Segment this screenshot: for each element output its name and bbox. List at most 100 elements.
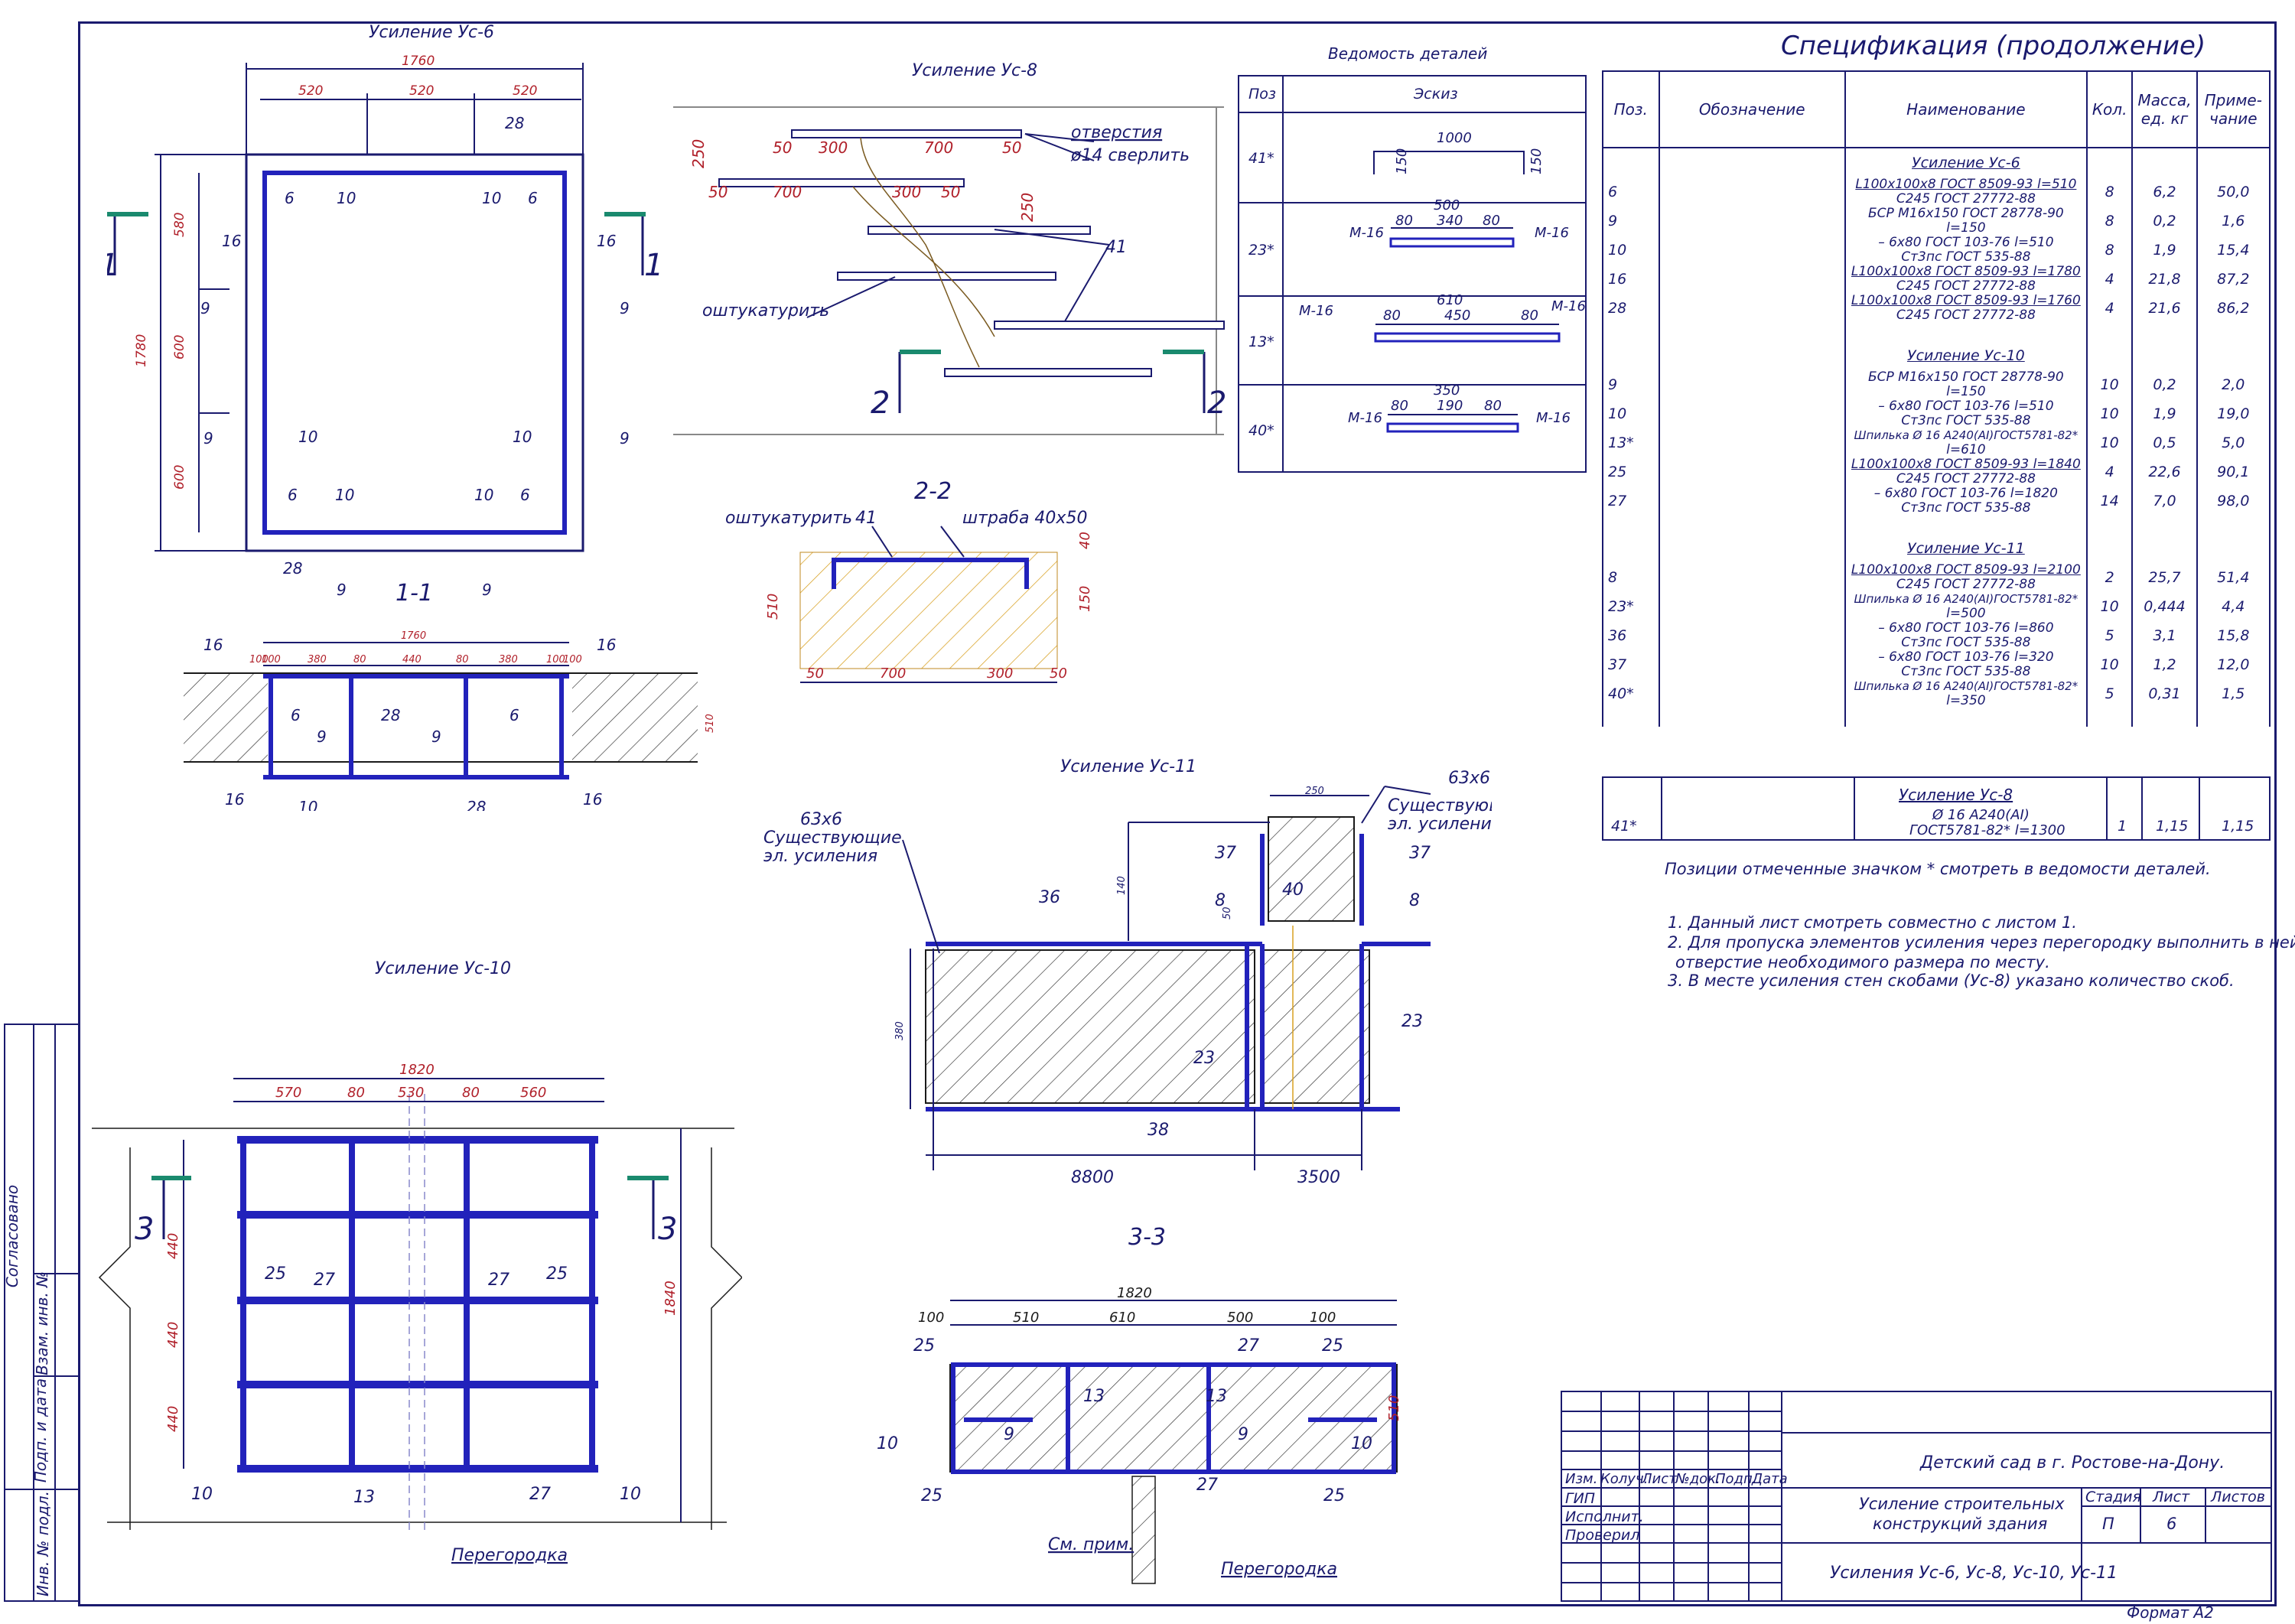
spec-name-line: Ст3пс ГОСТ 535-88 — [1901, 249, 2031, 265]
stamp-sheet-title: Усиления Ус-6, Ус-8, Ус-10, Ус-11 — [1830, 1564, 2118, 1583]
spec-name: БСР М16х150 ГОСТ 28778-90 l=150 — [1844, 370, 2088, 399]
spec-total: 86,2 — [2196, 294, 2271, 323]
spec-section-row: Усиление Ус-6 — [1602, 148, 2271, 177]
details-h-pos: Поз — [1248, 86, 1277, 103]
s22-dim-50a: 50 — [806, 666, 824, 682]
spec-total: 1,6 — [2196, 207, 2271, 236]
us11-dim-250: 250 — [1305, 786, 1324, 797]
spec-qty: 8 — [2085, 236, 2134, 265]
s11-pos-6a: 6 — [291, 706, 301, 724]
spec-name-line: C245 ГОСТ 27772-88 — [1896, 471, 2036, 487]
us8-section-2-left: 2 — [871, 386, 890, 421]
details-table: Поз Эскиз 41* 23* 13* 40* 1000 150 150 5… — [1238, 75, 1587, 473]
s33-note-see: См. прим. — [1048, 1535, 1134, 1554]
spec-des — [1658, 457, 1846, 487]
d13-dim-610: 610 — [1437, 292, 1463, 308]
spec-mass: 21,8 — [2131, 265, 2198, 294]
s22-dim-300: 300 — [987, 666, 1013, 682]
d40-dim-80a: 80 — [1391, 398, 1408, 414]
s11-dim-1760: 1760 — [401, 630, 426, 642]
spec-mass: 7,0 — [2131, 487, 2198, 516]
spec-spacer — [1602, 516, 2271, 534]
s11-dim-440: 440 — [402, 654, 422, 666]
us11-pos-37-left: 37 — [1215, 844, 1236, 863]
us8-note-holes-1: отверстия — [1071, 123, 1162, 142]
spec-qty: 5 — [2085, 621, 2134, 650]
spec-mass: 3,1 — [2131, 621, 2198, 650]
us6-dim-1760: 1760 — [402, 54, 435, 69]
stamp-sheets-h: Листов — [2211, 1489, 2265, 1505]
spec-pos: 25 — [1602, 457, 1660, 487]
spec-des — [1658, 207, 1846, 236]
us6-dim-520b: 520 — [409, 83, 434, 99]
us8-note-plaster: оштукатурить — [702, 301, 829, 321]
spec-us8-title: Усиление Ус-8 — [1899, 786, 2013, 804]
us6-section-1-right: 1 — [644, 248, 663, 283]
spec-spacer — [1602, 708, 2271, 727]
spec-total: 15,8 — [2196, 621, 2271, 650]
spec-section-title: Усиление Ус-10 — [1844, 341, 2088, 370]
spec-us8-name-2: ГОСТ5781-82* l=1300 — [1909, 822, 2066, 838]
spec-pos: 13* — [1602, 428, 1660, 457]
note-3: 3. В месте усиления стен скобами (Ус-8) … — [1668, 971, 2235, 990]
us6-pos-9c: 9 — [203, 429, 213, 447]
spec-qty: 8 — [2085, 207, 2134, 236]
s33-pos-10-left: 10 — [877, 1434, 898, 1453]
spec-name-line: L100х100х8 ГОСТ 8509-93 l=2100 — [1851, 562, 2081, 578]
us11-pos-23-left: 23 — [1193, 1049, 1215, 1068]
spec-table: Поз. Обозначение Наименование Кол. Масса… — [1602, 70, 2271, 727]
spec-qty: 10 — [2085, 650, 2134, 679]
spec-name-line: l=610 — [1946, 442, 1986, 457]
us6-pos-10c: 10 — [298, 428, 317, 446]
us10-note-partition: Перегородка — [451, 1546, 568, 1565]
s33-pos-25-bl: 25 — [921, 1486, 942, 1505]
us6-pos-9b: 9 — [620, 299, 630, 317]
spec-pos: 23* — [1602, 592, 1660, 621]
us11-label-63-right: 63х6 — [1448, 769, 1490, 788]
s33-pos-13a: 13 — [1083, 1387, 1105, 1406]
d41-dim-150a: 150 — [1394, 148, 1410, 174]
d23-bolt-right: M-16 — [1535, 225, 1569, 241]
d40-dim-350: 350 — [1434, 382, 1460, 399]
spec-qty: 2 — [2085, 563, 2134, 592]
us10-pos-27c: 27 — [529, 1485, 551, 1504]
details-row-23-pos: 23* — [1248, 242, 1274, 259]
us6-dim-520a: 520 — [298, 83, 323, 99]
spec-name-line: C245 ГОСТ 27772-88 — [1896, 308, 2036, 323]
spec-h-qty: Кол. — [2085, 70, 2134, 148]
spec-name-line: L100х100х8 ГОСТ 8509-93 l=1780 — [1851, 264, 2081, 279]
note-1: 1. Данный лист смотреть совместно с лист… — [1668, 913, 2077, 932]
spec-h-des: Обозначение — [1658, 70, 1846, 148]
agreed-label: Согласовано — [3, 1184, 22, 1288]
spec-total: 19,0 — [2196, 399, 2271, 428]
us6-pos-6a: 6 — [285, 189, 295, 207]
us8-note-holes-2: ø14 сверлить — [1070, 146, 1190, 165]
spec-section-row: Усиление Ус-10 — [1602, 341, 2271, 370]
spec-total: 50,0 — [2196, 177, 2271, 207]
d13-dim-80a: 80 — [1383, 308, 1401, 324]
s33-pos-10-right: 10 — [1351, 1434, 1372, 1453]
spec-mass: 0,5 — [2131, 428, 2198, 457]
us10-pos-27a: 27 — [314, 1271, 335, 1290]
us8-dim-250b: 250 — [1018, 193, 1037, 222]
spec-total: 51,4 — [2196, 563, 2271, 592]
sheet-frame — [78, 21, 2277, 1606]
note-2b: отверстие необходимого размера по месту. — [1675, 953, 2050, 971]
spec-pos: 9 — [1602, 370, 1660, 399]
us6-dim-600a: 600 — [172, 335, 187, 360]
s33-title: 3-3 — [1128, 1224, 1166, 1251]
spec-total: 12,0 — [2196, 650, 2271, 679]
spec-mass: 1,2 — [2131, 650, 2198, 679]
s33-pos-9-left: 9 — [1004, 1425, 1014, 1444]
us11-dim-8800: 8800 — [1071, 1168, 1114, 1187]
s22-note-groove: штраба 40х50 — [962, 509, 1087, 528]
us10-section-3-right: 3 — [658, 1212, 677, 1247]
us11-title: Усиление Ус-11 — [1060, 757, 1197, 776]
details-sketches: 1000 150 150 500 80 340 80 M-16 M-16 610… — [1299, 130, 1586, 433]
d13-bolt-right: M-16 — [1551, 298, 1586, 314]
